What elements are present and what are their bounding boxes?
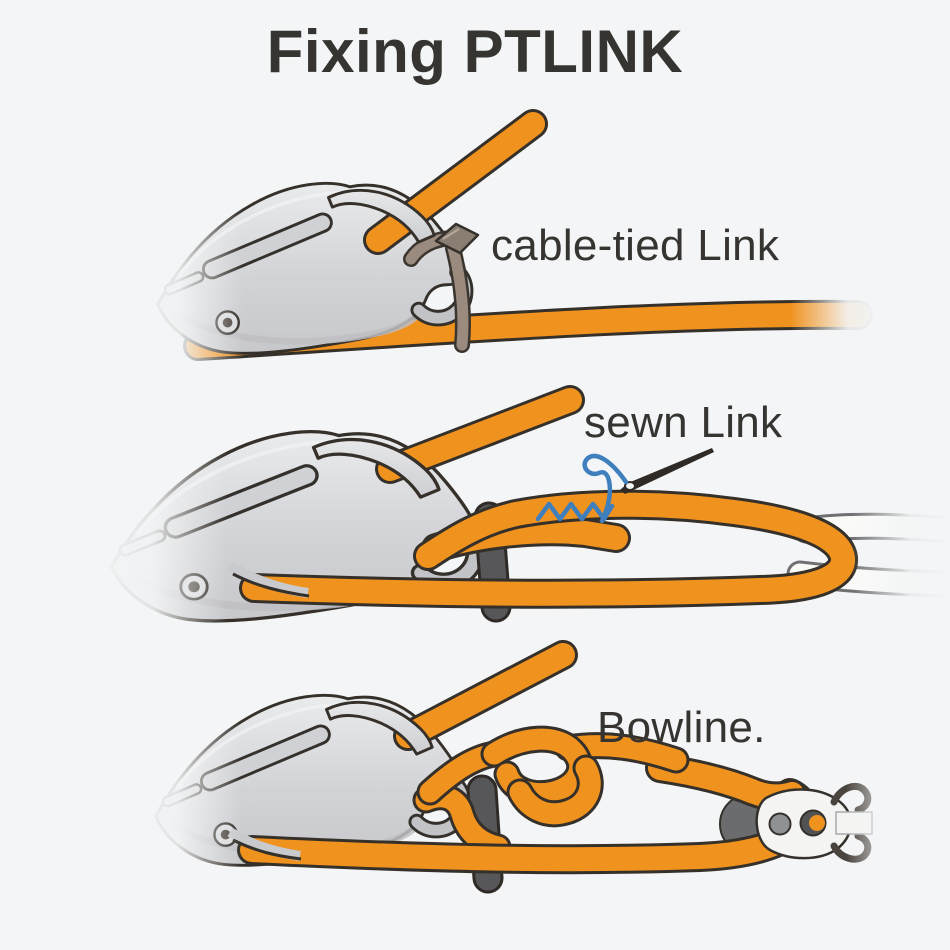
illustration-bowline	[126, 640, 926, 899]
label-cable-tied-link: cable-tied Link	[491, 221, 780, 270]
rope-fade-right	[790, 282, 885, 347]
rope-eye-fade-right	[852, 492, 950, 617]
bowline-knot-icon	[416, 725, 690, 828]
link-cord-loop	[239, 489, 858, 609]
illustration-cable-tied-link	[128, 109, 885, 383]
rope-diagonal	[393, 640, 578, 751]
cable-tie-strap	[434, 222, 480, 353]
needle-icon	[582, 448, 714, 524]
page-title: Fixing PTLINK	[266, 18, 684, 85]
label-bowline: Bowline.	[597, 703, 766, 752]
illustration-sewn-link	[92, 385, 950, 653]
thread-icon	[582, 453, 629, 524]
rope-diagonal	[375, 385, 585, 484]
device-fade-left	[128, 168, 243, 383]
connector-fade-right	[846, 768, 926, 873]
device-fade-left	[92, 428, 227, 653]
label-sewn-link: sewn Link	[584, 398, 783, 447]
device-fade-left	[126, 684, 241, 899]
device-edge-patch	[227, 561, 310, 598]
